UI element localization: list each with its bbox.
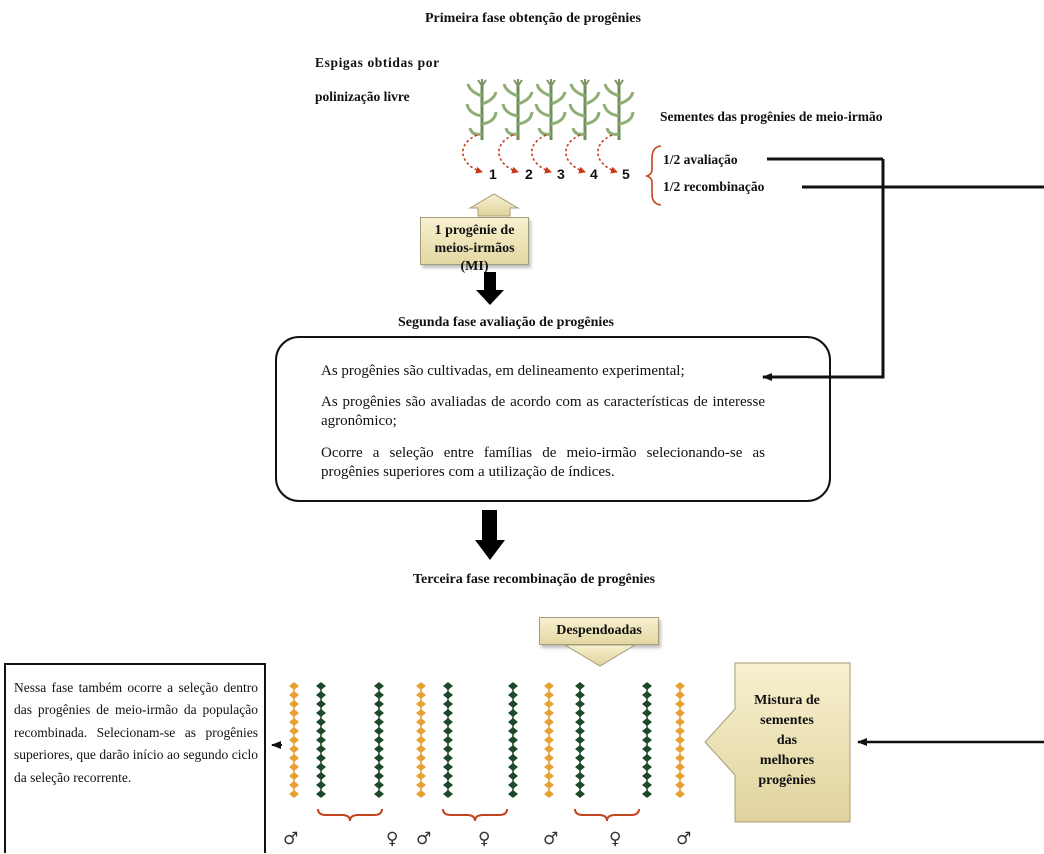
split-recombination-label: 1/2 recombinação (663, 179, 765, 194)
plant-row (575, 682, 585, 798)
female-symbol: ♀ (478, 829, 491, 849)
progeny-number-4: 4 (590, 166, 598, 182)
corn-plant-icon (534, 79, 567, 140)
detasseled-pointer (563, 644, 637, 667)
male-symbol: ♂ (676, 829, 692, 849)
split-brace (644, 145, 662, 206)
phase2-title: Segunda fase avaliação de progênies (398, 315, 614, 330)
corn-plant-icon (602, 79, 635, 140)
ears-label-line2: polinização livre (315, 89, 410, 104)
within-selection-note: Nessa fase também ocorre a seleção dentr… (4, 663, 266, 853)
male-symbol: ♂ (543, 829, 559, 849)
female-symbol: ♀ (609, 829, 622, 849)
plant-row (544, 682, 554, 798)
dashed-seed-arrows (462, 134, 618, 174)
evaluation-step-3: Ocorre a seleção entre famílias de meio-… (321, 445, 765, 480)
corn-plant-icon (501, 79, 534, 140)
down-arrow-1 (476, 272, 504, 305)
seed-mixture-arrow-shape (704, 662, 851, 823)
evaluation-path (762, 159, 885, 381)
male-symbol: ♂ (416, 829, 432, 849)
phase1-title: Primeira fase obtenção de progênies (425, 11, 641, 26)
down-arrow-2 (475, 510, 505, 560)
evaluation-step-2: As progênies são avaliadas de acordo com… (321, 394, 765, 429)
one-progeny-callout-line2: meios-irmãos (MI) (434, 241, 515, 274)
plant-row (675, 682, 685, 798)
female-row-braces (317, 808, 640, 822)
corn-plant-icon (568, 79, 601, 140)
plant-row (508, 682, 518, 798)
progeny-number-2: 2 (525, 166, 533, 182)
seed-mixture-label: Mistura de sementes das melhores progêni… (754, 693, 820, 788)
evaluation-box: As progênies são cultivadas, em delineam… (275, 336, 831, 502)
one-progeny-callout-line1: 1 progênie de (434, 223, 515, 238)
one-progeny-callout: 1 progênie de meios-irmãos (MI) (420, 217, 529, 274)
plant-row (374, 682, 384, 798)
corn-plant-icon (465, 79, 498, 140)
seeds-title: Sementes das progênies de meio-irmão (660, 109, 883, 124)
evaluation-step-1: As progênies são cultivadas, em delineam… (321, 363, 685, 379)
plant-row (416, 682, 426, 798)
plant-row (642, 682, 652, 798)
plant-row (443, 682, 453, 798)
male-symbol: ♂ (283, 829, 299, 849)
plant-row (289, 682, 299, 798)
corn-plant-icons (465, 79, 635, 140)
hollow-up-arrow (468, 193, 520, 217)
phase3-title: Terceira fase recombinação de progênies (413, 572, 656, 587)
progeny-number-3: 3 (557, 166, 565, 182)
progeny-number-1: 1 (489, 166, 497, 182)
female-symbol: ♀ (386, 829, 399, 849)
ears-label-line1: Espigas obtidas por (315, 55, 440, 70)
plant-rows (289, 682, 685, 798)
progeny-number-5: 5 (622, 166, 630, 182)
split-evaluation-label: 1/2 avaliação (663, 152, 738, 167)
plant-row (316, 682, 326, 798)
